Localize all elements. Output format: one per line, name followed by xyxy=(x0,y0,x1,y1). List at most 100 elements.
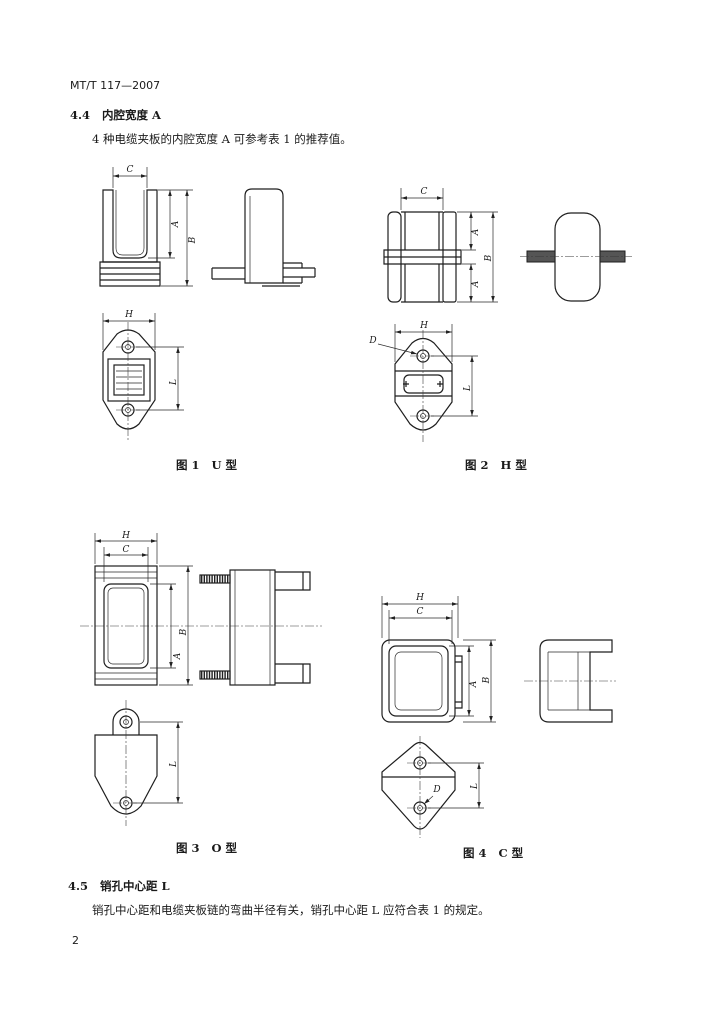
section-4-4-body: 4 种电缆夹板的内腔宽度 A 可参考表 1 的推荐值。 xyxy=(92,132,352,146)
dimension-label-b: B xyxy=(188,236,198,244)
h-plan-marks xyxy=(403,381,443,387)
u-plan-cavity xyxy=(113,364,145,396)
dimension-extension-lines xyxy=(428,762,484,809)
dimension-extension-lines xyxy=(381,596,496,723)
u-side-left-tab xyxy=(211,267,245,280)
center-lines xyxy=(116,322,140,440)
u-side-right-tabs xyxy=(262,262,316,287)
figure-number: 图 1 xyxy=(176,458,200,472)
section-4-4-heading: 4.4 内腔宽度 A xyxy=(70,108,161,122)
o-window-inner xyxy=(107,587,145,665)
figure-1-plan-view: H L xyxy=(102,310,184,440)
dimension-label-a: A xyxy=(173,652,183,660)
c-outer-frame xyxy=(381,639,456,723)
figure-1-side-view xyxy=(211,188,316,287)
figure-3-o-type: H C B A L xyxy=(80,531,322,826)
h-center-web xyxy=(383,249,462,265)
u-base-plates xyxy=(99,261,161,287)
figure-2-plan-view: H D L xyxy=(368,321,478,442)
u-plan-frame xyxy=(107,358,151,402)
dimension-label-b: B xyxy=(179,628,189,636)
o-plan-outline xyxy=(94,734,158,815)
figure-4-c-type: H C A B L D xyxy=(381,593,616,838)
h-side-body xyxy=(554,212,601,302)
o-side-top-stud xyxy=(199,574,231,584)
figure-4-side-view xyxy=(524,639,616,723)
dimension-label-c: C xyxy=(123,545,130,555)
figure-3-front-view: H C B A xyxy=(94,531,193,686)
figure-type-name: U 型 xyxy=(211,458,238,472)
figure-type-name: O 型 xyxy=(211,841,238,855)
dimension-extension-lines xyxy=(400,188,498,303)
dimension-label-h: H xyxy=(415,593,424,603)
h-plan-outline xyxy=(394,337,453,431)
figure-4-plan-view: L D xyxy=(381,736,484,838)
section-title: 内腔宽度 A xyxy=(102,108,161,122)
section-number: 4.5 xyxy=(68,879,89,893)
dimension-extension-lines xyxy=(133,721,183,804)
dimension-label-h: H xyxy=(121,531,130,541)
o-side-top-tab xyxy=(275,571,311,591)
c-plan-outline xyxy=(381,741,456,830)
u-side-body xyxy=(244,188,284,284)
figure-type-name: H 型 xyxy=(500,458,527,472)
u-plan-hatching xyxy=(116,370,142,390)
dimension-label-l: L xyxy=(470,783,480,790)
o-window xyxy=(103,583,149,669)
dimension-label-h: H xyxy=(124,310,133,320)
section-title: 销孔中心距 L xyxy=(100,879,170,893)
dimension-label-l: L xyxy=(169,379,179,386)
o-side-bottom-tab xyxy=(275,663,311,684)
figure-3-caption: 图 3 O 型 xyxy=(176,841,237,855)
figure-3-plan-view: L xyxy=(94,700,183,826)
section-number: 4.4 xyxy=(70,108,91,122)
figure-number: 图 2 xyxy=(465,458,489,472)
figure-number: 图 4 xyxy=(463,846,487,860)
c-window xyxy=(394,651,443,711)
dimension-label-c: C xyxy=(421,187,428,197)
o-side-bottom-stud xyxy=(199,670,231,680)
o-side-body xyxy=(229,569,276,686)
u-inner-lining xyxy=(115,190,145,256)
dimension-label-c: C xyxy=(127,165,134,175)
dimension-label-a: A xyxy=(469,680,479,688)
dimension-label-l: L xyxy=(169,761,179,768)
figure-1-caption: 图 1 U 型 xyxy=(176,458,237,472)
figure-4-caption: 图 4 C 型 xyxy=(463,846,523,860)
u-plan-outline xyxy=(102,329,156,430)
dimension-label-a: A xyxy=(171,220,181,228)
figure-2-caption: 图 2 H 型 xyxy=(465,458,527,472)
figure-2-h-type: C A B A H D L xyxy=(368,187,632,442)
dimension-label-b: B xyxy=(482,676,492,684)
c-inner-frame xyxy=(388,645,449,717)
u-channel-profile xyxy=(102,189,158,263)
dimension-label-c: C xyxy=(417,607,424,617)
h-plan-band xyxy=(395,370,452,397)
dimension-label-a-lower: A xyxy=(471,280,481,288)
figure-type-name: C 型 xyxy=(498,846,524,860)
dimension-label-l: L xyxy=(463,385,473,392)
section-4-5-heading: 4.5 销孔中心距 L xyxy=(68,879,170,893)
center-lines xyxy=(113,700,139,826)
standard-code-header: MT/T 117—2007 xyxy=(70,79,161,92)
c-side-tab xyxy=(455,655,463,709)
o-frame-bands xyxy=(95,571,157,680)
figure-1-front-view: C A B xyxy=(99,165,198,287)
figure-4-front-view: H C A B xyxy=(381,593,496,723)
figure-1-u-type: C A B H L xyxy=(99,165,316,440)
center-lines xyxy=(410,330,436,442)
figure-2-side-view xyxy=(520,212,632,302)
diameter-leader-line xyxy=(423,795,434,805)
c-side-bracket xyxy=(539,639,613,723)
dimension-label-a-upper: A xyxy=(471,228,481,236)
diameter-leader-line xyxy=(377,343,418,355)
figure-number: 图 3 xyxy=(176,841,200,855)
page-number: 2 xyxy=(72,934,79,947)
dimension-label-d: D xyxy=(368,336,376,346)
figure-2-front-view: C A B A xyxy=(383,187,498,303)
dimension-extension-lines xyxy=(394,324,478,417)
dimension-extension-lines xyxy=(94,533,193,686)
dimension-label-d: D xyxy=(432,785,440,795)
dimension-extension-lines xyxy=(102,313,184,411)
